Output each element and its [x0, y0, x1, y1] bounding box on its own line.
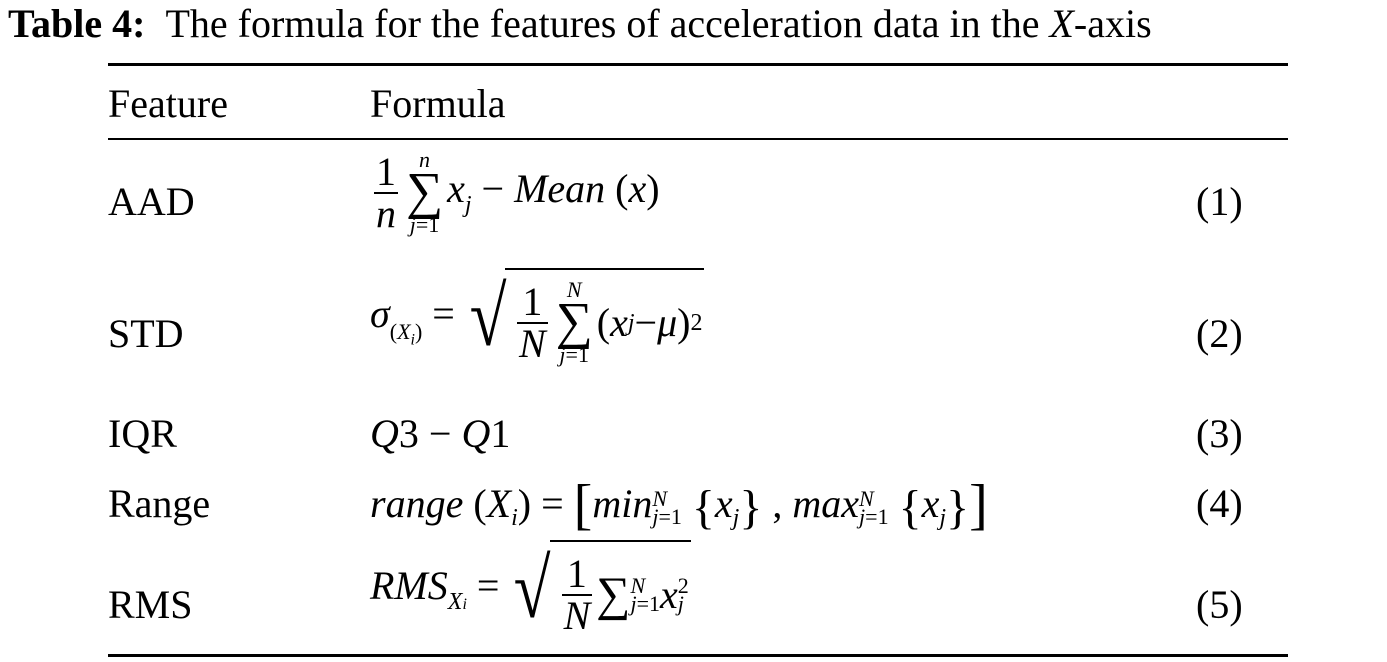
feature-rms: RMS [108, 582, 193, 627]
eq-number-1: (1) [1196, 179, 1243, 224]
header-rule [108, 138, 1288, 140]
feature-range: Range [108, 481, 211, 526]
eq-number-2: (2) [1196, 311, 1243, 356]
feature-std: STD [108, 311, 184, 356]
top-rule [108, 63, 1288, 66]
bottom-rule [108, 654, 1288, 657]
table-label: Table 4: [8, 1, 146, 46]
eq-number-3: (3) [1196, 411, 1243, 456]
header-feature: Feature [108, 81, 228, 126]
feature-iqr: IQR [108, 411, 177, 456]
table-caption: Table 4: The formula for the features of… [8, 2, 1383, 46]
formula-iqr: Q3 − Q1 [370, 411, 511, 456]
eq-number-4: (4) [1196, 481, 1243, 526]
header-formula: Formula [370, 81, 506, 126]
feature-aad: AAD [108, 179, 195, 224]
caption-text: The formula for the features of accelera… [165, 1, 1152, 46]
eq-number-5: (5) [1196, 582, 1243, 627]
